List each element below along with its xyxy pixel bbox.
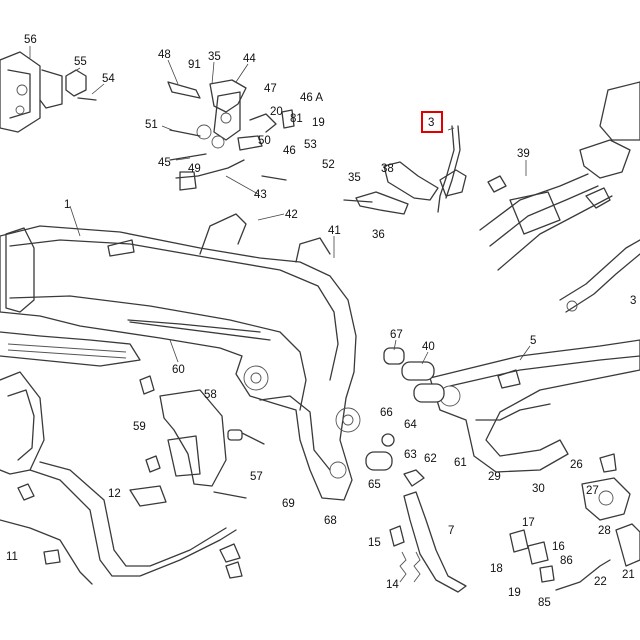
callout-46: 46: [283, 145, 296, 157]
callout-19-top: 19: [312, 117, 325, 129]
callout-51: 51: [145, 119, 158, 131]
callout-3-right: 3: [630, 295, 636, 307]
callout-68: 68: [324, 515, 337, 527]
callout-19-bottom: 19: [508, 587, 521, 599]
callout-7: 7: [448, 525, 454, 537]
callout-58: 58: [204, 389, 217, 401]
callout-49: 49: [188, 163, 201, 175]
callout-60: 60: [172, 364, 185, 376]
callout-52: 52: [322, 159, 335, 171]
callout-55: 55: [74, 56, 87, 68]
callout-42: 42: [285, 209, 298, 221]
rear-subframe: [479, 81, 640, 313]
callout-43: 43: [254, 189, 267, 201]
side-stand: [389, 491, 467, 593]
callout-63: 63: [404, 449, 417, 461]
main-frame: [0, 213, 361, 501]
callout-64: 64: [404, 419, 417, 431]
callout-36: 36: [372, 229, 385, 241]
callout-38: 38: [381, 163, 394, 175]
callout-11: 11: [6, 551, 18, 563]
callout-85: 85: [538, 597, 551, 609]
callout-28: 28: [598, 525, 611, 537]
swingarm: [429, 339, 640, 473]
callout-66: 66: [380, 407, 393, 419]
callout-35-top: 35: [208, 51, 221, 63]
callout-53: 53: [304, 139, 317, 151]
callout-14: 14: [386, 579, 399, 591]
callout-81: 81: [290, 113, 303, 125]
part-3-bracket: [343, 125, 467, 215]
callout-40: 40: [422, 341, 435, 353]
callout-45: 45: [158, 157, 171, 169]
callout-48: 48: [158, 49, 171, 61]
callout-27: 27: [586, 485, 599, 497]
callout-56: 56: [24, 34, 37, 46]
callout-5: 5: [530, 335, 536, 347]
callout-1: 1: [64, 199, 70, 211]
right-footrest-assembly: [167, 79, 295, 191]
callout-35-mid: 35: [348, 172, 361, 184]
callout-61: 61: [454, 457, 467, 469]
callout-46a: 46 A: [300, 92, 323, 104]
callout-86: 86: [560, 555, 573, 567]
lower-cradle-frame: [0, 371, 243, 585]
callout-65: 65: [368, 479, 381, 491]
callout-54: 54: [102, 73, 115, 85]
callout-20: 20: [270, 106, 283, 118]
callout-91: 91: [188, 59, 201, 71]
callout-44: 44: [243, 53, 256, 65]
callout-30: 30: [532, 483, 545, 495]
callout-59: 59: [133, 421, 146, 433]
engine-mount-bracket: [139, 375, 265, 499]
callout-57: 57: [250, 471, 263, 483]
callout-47: 47: [264, 83, 277, 95]
highlight-box: [421, 111, 443, 133]
callout-67: 67: [390, 329, 403, 341]
callout-41: 41: [328, 225, 341, 237]
callout-leaders: [29, 46, 531, 365]
callout-labels: 56 55 54 48 35 44 91 47 46 A 20 81 19 51…: [6, 34, 636, 609]
callout-39: 39: [517, 148, 530, 160]
callout-26: 26: [570, 459, 583, 471]
callout-21: 21: [622, 569, 635, 581]
callout-17: 17: [522, 517, 535, 529]
callout-29: 29: [488, 471, 501, 483]
callout-22: 22: [594, 576, 607, 588]
callout-12: 12: [108, 488, 121, 500]
callout-15: 15: [368, 537, 381, 549]
callout-16: 16: [552, 541, 565, 553]
callout-50: 50: [258, 135, 271, 147]
pivot-bushings: [365, 347, 445, 487]
callout-69: 69: [282, 498, 295, 510]
callout-62: 62: [424, 453, 437, 465]
callout-18: 18: [490, 563, 503, 575]
callout-3: 3: [428, 117, 434, 129]
sensor-switch-assembly: [509, 453, 640, 591]
